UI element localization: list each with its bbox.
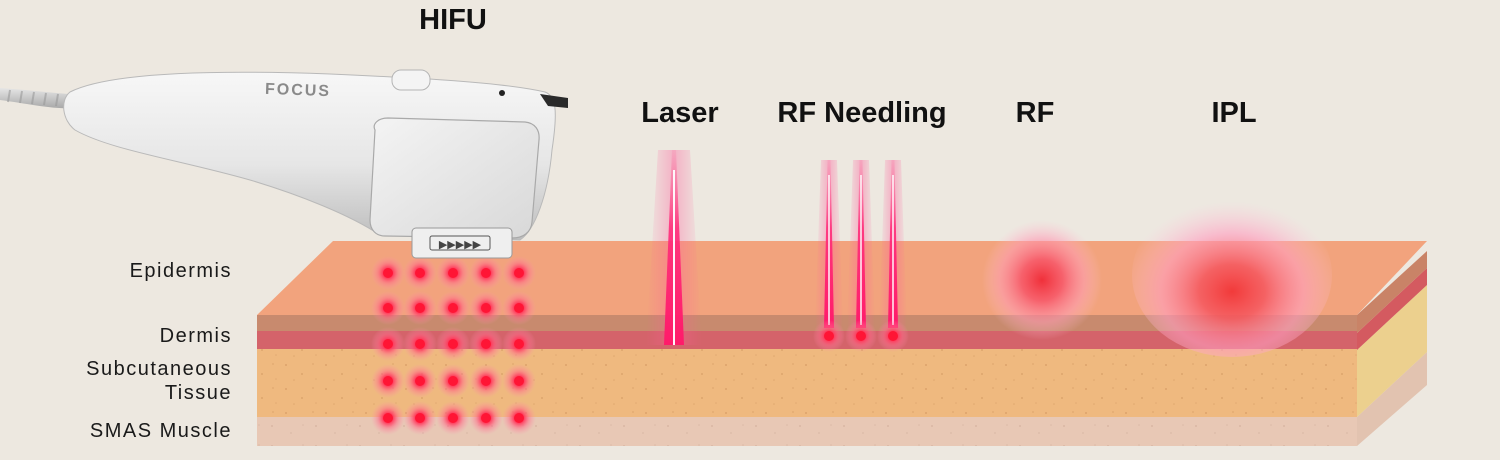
hifu-focal-point bbox=[415, 303, 425, 313]
hifu-focal-point bbox=[481, 376, 491, 386]
hifu-focal-point bbox=[415, 413, 425, 423]
hifu-focal-point bbox=[448, 303, 458, 313]
rf-glow-outer bbox=[982, 220, 1102, 340]
handpiece-led bbox=[499, 90, 505, 96]
ipl-heat-zone bbox=[1132, 193, 1332, 357]
hifu-focal-points bbox=[371, 256, 536, 435]
hifu-focal-point bbox=[514, 268, 524, 278]
hifu-handpiece: ▶▶▶▶▶ bbox=[0, 69, 568, 259]
hifu-focal-point bbox=[383, 339, 393, 349]
label-laser: Laser bbox=[641, 97, 719, 129]
ipl-glow-outer bbox=[1132, 193, 1332, 357]
label-tissue: Tissue bbox=[164, 382, 232, 404]
label-ipl: IPL bbox=[1211, 97, 1257, 129]
handpiece-cable-ridges bbox=[7, 89, 59, 107]
label-rf: RF bbox=[1015, 97, 1055, 129]
needle-tip-dot bbox=[824, 331, 834, 341]
transducer-arrows: ▶▶▶▶▶ bbox=[439, 238, 482, 251]
handpiece-face-panel bbox=[369, 117, 540, 239]
hifu-focal-point bbox=[514, 339, 524, 349]
block-side-subcutaneous bbox=[1357, 285, 1427, 417]
device-brand-label: FOCUS bbox=[264, 80, 332, 101]
label-subcutaneous: Subcutaneous bbox=[86, 358, 232, 380]
hifu-focal-point bbox=[383, 268, 393, 278]
handpiece-button bbox=[391, 69, 431, 91]
label-rf-needling: RF Needling bbox=[777, 97, 947, 129]
rf-needling-needles bbox=[813, 160, 909, 352]
label-hifu: HIFU bbox=[419, 4, 487, 36]
block-side-smas bbox=[1357, 352, 1427, 446]
hifu-focal-point bbox=[383, 413, 393, 423]
hifu-focal-point bbox=[481, 303, 491, 313]
needle-tip-dot bbox=[888, 331, 898, 341]
hifu-focal-point bbox=[481, 268, 491, 278]
label-smas-muscle: SMAS Muscle bbox=[89, 420, 232, 442]
handpiece-nose bbox=[540, 94, 568, 108]
hifu-focal-point bbox=[514, 376, 524, 386]
hifu-focal-point bbox=[481, 339, 491, 349]
hifu-focal-point bbox=[415, 268, 425, 278]
hifu-focal-point bbox=[448, 413, 458, 423]
hifu-focal-point bbox=[514, 413, 524, 423]
hifu-focal-point bbox=[448, 268, 458, 278]
label-epidermis: Epidermis bbox=[129, 260, 232, 282]
block-side-epidermis bbox=[1357, 251, 1427, 333]
hifu-focal-point bbox=[383, 376, 393, 386]
hifu-focal-point bbox=[448, 339, 458, 349]
hifu-focal-point bbox=[481, 413, 491, 423]
transducer-arrow-box bbox=[429, 235, 491, 251]
label-dermis: Dermis bbox=[159, 325, 232, 347]
hifu-focal-point bbox=[415, 376, 425, 386]
laser-beam bbox=[646, 150, 702, 345]
hifu-focal-point bbox=[448, 376, 458, 386]
rf-heat-zone bbox=[982, 220, 1102, 340]
hifu-focal-point bbox=[383, 303, 393, 313]
needle-tip-dot bbox=[856, 331, 866, 341]
hifu-focal-point bbox=[415, 339, 425, 349]
block-side-dermis bbox=[1357, 268, 1427, 350]
hifu-focal-point bbox=[514, 303, 524, 313]
